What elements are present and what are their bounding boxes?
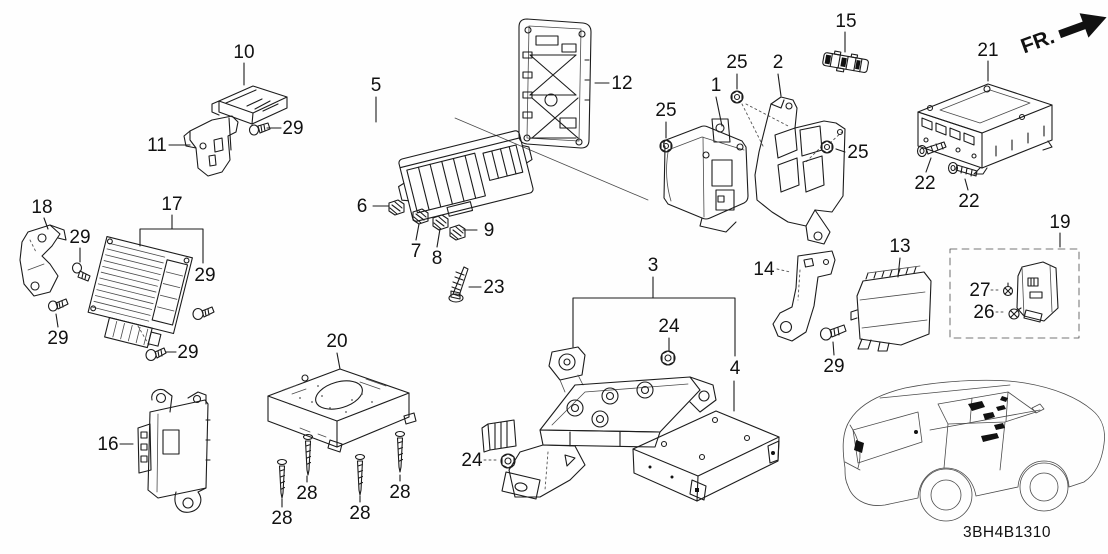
part-16-module-drawing [137,388,211,513]
bolt-29-c-drawing [192,306,215,321]
bolt-29-e-drawing [145,347,167,362]
fr-arrow-icon [1058,13,1107,39]
clip-7-drawing [412,208,429,225]
bolt-23-drawing [448,266,469,303]
callout-3: 3 [648,255,659,276]
part-12-fuse-box-cover-drawing [518,18,592,149]
callout-24-b: 24 [461,450,483,471]
part-14-bracket-drawing [772,250,836,342]
callout-25-c: 25 [847,142,868,163]
part-17-amplifier-drawing [87,235,193,349]
part-2-bracket-drawing [754,96,846,245]
part-3-bracket-drawing [481,346,717,500]
callout-8: 8 [432,248,443,269]
part-4-unit-drawing [632,410,780,502]
callout-23: 23 [483,277,504,298]
callout-28-c: 28 [349,503,370,524]
callout-29-f: 29 [823,356,844,377]
nut-25-b-drawing [730,90,744,104]
part-21-ecu-drawing [917,83,1053,175]
part-13-module-drawing [850,265,932,352]
screw-28-c-drawing [354,453,366,496]
screw-22-a-drawing [916,141,947,158]
clip-6-drawing [388,199,405,216]
callout-22-b: 22 [958,191,979,212]
callout-16: 16 [97,434,118,455]
callout-29-c: 29 [194,265,215,286]
callout-21: 21 [977,40,998,61]
bolt-29-b-drawing [71,262,91,282]
nut-25-a-drawing [659,139,673,153]
clip-26-drawing [1008,307,1022,320]
callout-29-e: 29 [177,342,198,363]
callout-7: 7 [411,241,422,262]
callout-labels: 10 11 29 5 12 6 7 8 9 23 1 25 25 2 25 15… [31,11,1070,529]
screw-22-b-drawing [947,161,978,177]
callout-28-a: 28 [271,508,292,529]
part-15-sensor-drawing [822,50,869,73]
bolt-29-f-drawing [819,324,847,341]
fr-label: FR. [1018,25,1058,58]
nut-25-c-drawing [820,140,834,154]
part-5-fuse-box-drawing [398,130,534,222]
callout-17: 17 [161,194,182,215]
part-18-bracket-drawing [19,224,67,297]
car-location-illustration [842,379,1105,522]
callout-27: 27 [969,280,990,301]
part-11-bracket-drawing [183,115,239,177]
callout-9: 9 [484,220,495,241]
callout-25-a: 25 [655,100,676,121]
callout-1: 1 [711,75,722,96]
callout-13: 13 [889,236,910,257]
callout-4: 4 [730,358,741,379]
clip-8-drawing [432,214,449,231]
screw-28-a-drawing [276,458,288,499]
screw-28-d-drawing [394,430,406,473]
part-19-group-drawing [949,248,1080,339]
callout-6: 6 [357,196,368,217]
part-20-unit-drawing [267,368,417,453]
callout-24-a: 24 [658,316,680,337]
callout-2: 2 [773,52,784,73]
callout-29-d: 29 [47,328,68,349]
callout-10: 10 [233,42,254,63]
clip-27-drawing [1002,282,1014,297]
fr-direction-indicator: FR. [1018,13,1107,58]
callout-28-d: 28 [389,482,410,503]
callout-15: 15 [835,11,856,32]
nut-24-a-drawing [660,350,676,366]
callout-20: 20 [326,331,347,352]
callout-5: 5 [371,75,382,96]
callout-14: 14 [753,259,775,280]
bolt-29-a-drawing [248,122,271,136]
clip-9-drawing [449,224,466,241]
screw-28-b-drawing [302,433,314,476]
callout-19: 19 [1049,212,1070,233]
callout-25-b: 25 [726,52,747,73]
callout-26: 26 [973,302,994,323]
callout-22-a: 22 [914,173,935,194]
callout-11: 11 [147,135,167,156]
nut-24-b-drawing [500,453,516,469]
callout-28-b: 28 [296,483,317,504]
callout-29-a: 29 [282,118,303,139]
part-10-control-unit-drawing [211,85,288,125]
diagram-code: 3BH4B1310 [963,524,1051,541]
callout-29-b: 29 [69,227,90,248]
callout-18: 18 [31,197,52,218]
bolt-29-d-drawing [47,298,69,312]
callout-12: 12 [611,73,632,94]
part-1-module-drawing [663,118,749,233]
